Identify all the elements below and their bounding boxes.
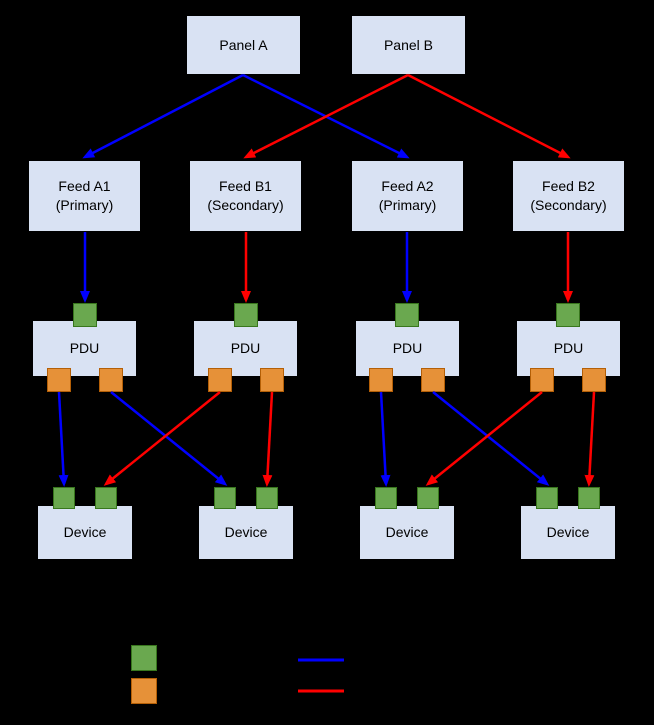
node-device-3: Device bbox=[359, 505, 455, 560]
pdu-2-output-port-right bbox=[260, 368, 284, 392]
pdu-2-input-port bbox=[234, 303, 258, 327]
node-device-2: Device bbox=[198, 505, 294, 560]
feed-a1-role: (Primary) bbox=[55, 197, 114, 213]
node-pdu-4: PDU bbox=[516, 320, 621, 377]
device-4-label: Device bbox=[546, 524, 590, 541]
device-4-input-port-right bbox=[578, 487, 600, 509]
node-feed-b2: Feed B2 (Secondary) bbox=[512, 160, 625, 232]
edge-pdu-4-to-device-4 bbox=[584, 391, 596, 487]
pdu-3-output-port-right bbox=[421, 368, 445, 392]
edge-pdu-1-to-device-1 bbox=[57, 391, 69, 487]
pdu-4-input-port bbox=[556, 303, 580, 327]
pdu-2-label: PDU bbox=[230, 340, 261, 357]
legend-output-port-swatch bbox=[131, 678, 157, 704]
device-3-input-port-right bbox=[417, 487, 439, 509]
node-panel-a: Panel A bbox=[186, 15, 301, 75]
pdu-4-label: PDU bbox=[553, 340, 584, 357]
node-feed-a1: Feed A1 (Primary) bbox=[28, 160, 141, 232]
feed-b1-role: (Secondary) bbox=[207, 197, 284, 213]
device-2-input-port-left bbox=[214, 487, 236, 509]
feed-a2-role: (Primary) bbox=[378, 197, 437, 213]
pdu-1-label: PDU bbox=[69, 340, 100, 357]
pdu-4-output-port-right bbox=[582, 368, 606, 392]
node-device-4: Device bbox=[520, 505, 616, 560]
legend-input-port-swatch bbox=[131, 645, 157, 671]
feed-a2-name: Feed A2 bbox=[381, 178, 434, 195]
edge-pdu-2-to-device-2 bbox=[262, 391, 274, 487]
device-2-input-port-right bbox=[256, 487, 278, 509]
panel-a-label: Panel A bbox=[219, 36, 268, 53]
device-4-input-port-left bbox=[536, 487, 558, 509]
edge-pdu-3-to-device-4 bbox=[432, 391, 550, 486]
edge-panel-a-to-feed-a1 bbox=[82, 73, 244, 159]
edge-pdu-1-to-device-2 bbox=[110, 391, 228, 486]
pdu-4-output-port-left bbox=[530, 368, 554, 392]
node-feed-a2: Feed A2 (Primary) bbox=[351, 160, 464, 232]
feed-b1-name: Feed B1 bbox=[219, 178, 272, 195]
pdu-1-input-port bbox=[73, 303, 97, 327]
feed-a1-name: Feed A1 bbox=[58, 178, 111, 195]
edge-panel-b-to-feed-b1 bbox=[243, 73, 409, 159]
edge-pdu-2-to-device-1 bbox=[103, 391, 221, 486]
edge-pdu-4-to-device-3 bbox=[425, 391, 543, 486]
edge-panel-a-to-feed-a2 bbox=[242, 73, 410, 159]
pdu-1-output-port-left bbox=[47, 368, 71, 392]
device-2-label: Device bbox=[224, 524, 268, 541]
pdu-3-label: PDU bbox=[392, 340, 423, 357]
pdu-3-input-port bbox=[395, 303, 419, 327]
device-3-input-port-left bbox=[375, 487, 397, 509]
node-pdu-3: PDU bbox=[355, 320, 460, 377]
pdu-1-output-port-right bbox=[99, 368, 123, 392]
node-pdu-2: PDU bbox=[193, 320, 298, 377]
device-1-input-port-right bbox=[95, 487, 117, 509]
edge-panel-b-to-feed-b2 bbox=[407, 73, 571, 159]
device-1-label: Device bbox=[63, 524, 107, 541]
edge-pdu-3-to-device-3 bbox=[379, 391, 391, 487]
node-device-1: Device bbox=[37, 505, 133, 560]
panel-b-label: Panel B bbox=[383, 36, 434, 53]
node-pdu-1: PDU bbox=[32, 320, 137, 377]
device-3-label: Device bbox=[385, 524, 429, 541]
node-feed-b1: Feed B1 (Secondary) bbox=[189, 160, 302, 232]
feed-b2-name: Feed B2 bbox=[542, 178, 595, 195]
device-1-input-port-left bbox=[53, 487, 75, 509]
pdu-3-output-port-left bbox=[369, 368, 393, 392]
pdu-2-output-port-left bbox=[208, 368, 232, 392]
feed-b2-role: (Secondary) bbox=[530, 197, 607, 213]
node-panel-b: Panel B bbox=[351, 15, 466, 75]
